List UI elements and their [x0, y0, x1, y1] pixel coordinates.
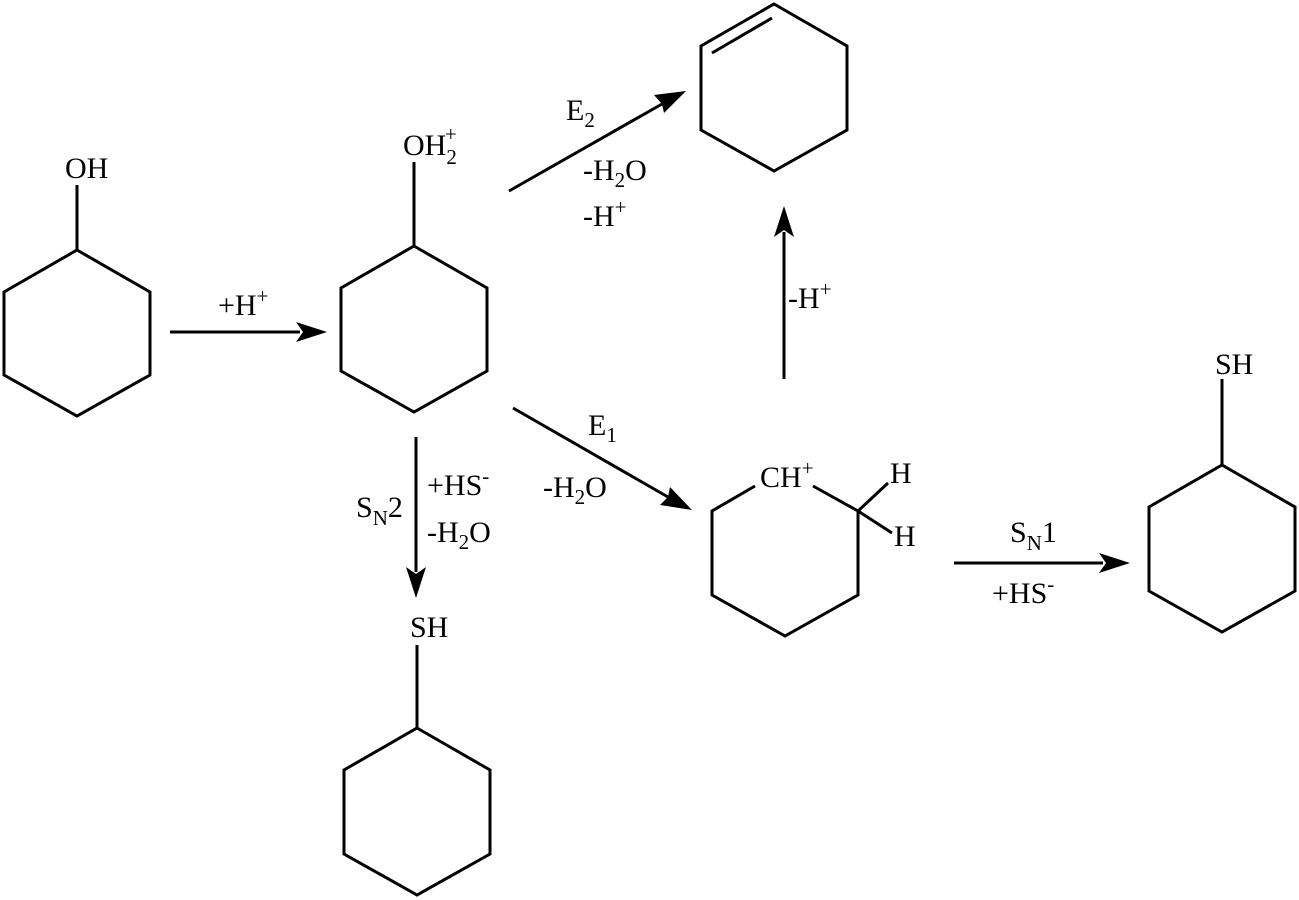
cyclohexane-ring [1147, 463, 1297, 634]
hydrogen-label-bottom: H [894, 520, 916, 553]
thiol-label: SH [410, 611, 448, 644]
hydrogen-label-top: H [890, 457, 912, 490]
e2-arrow: E2 -H2O -H+ [508, 91, 686, 233]
e1-mechanism-label: E1 [588, 409, 617, 447]
e2-water-loss: -H2O [583, 154, 647, 192]
e1-water-loss: -H2O [543, 471, 607, 509]
carbocation-ring [710, 484, 860, 638]
sn1-nucleophile: +HS- [992, 572, 1054, 610]
cyclohexanethiol-sn2: SH [342, 611, 492, 897]
c-h-bond-top [856, 481, 890, 513]
cyclohexanol: OH [2, 152, 152, 418]
sn2-water-loss: -H2O [427, 516, 491, 554]
deprotonation-reagent: -H+ [788, 277, 832, 315]
cyclohexene [699, 2, 849, 173]
oxonium-ion: OH2+ [339, 122, 489, 414]
sn2-nucleophile: +HS- [427, 464, 489, 502]
cyclohexene-ring [699, 2, 849, 173]
deprotonation-arrow: -H+ [774, 206, 832, 379]
e2-proton-loss: -H+ [583, 195, 627, 233]
c-h-bond-bottom [857, 509, 893, 535]
sn2-mechanism-label: SN2 [356, 491, 403, 530]
cyclohexane-ring [339, 244, 489, 414]
protonation-reagent: +H+ [218, 284, 268, 322]
sn1-arrow: SN1 +HS- [954, 516, 1130, 610]
sn1-mechanism-label: SN1 [1010, 516, 1057, 555]
sn2-arrow: SN2 +HS- -H2O [356, 437, 491, 598]
oxonium-label: OH2+ [403, 122, 457, 169]
cyclohexane-ring [2, 248, 152, 418]
hydroxyl-label: OH [65, 152, 108, 185]
double-bond-inner-line [711, 16, 773, 55]
protonation-arrow: +H+ [170, 284, 327, 342]
e2-mechanism-label: E2 [566, 94, 595, 132]
carbocation-label: CH+ [760, 456, 814, 494]
carbocation: CH+ H H [710, 456, 916, 638]
e1-arrow: E1 -H2O [512, 406, 692, 510]
cyclohexane-ring [342, 726, 492, 897]
thiol-label: SH [1215, 348, 1253, 381]
cyclohexanethiol-sn1: SH [1147, 348, 1297, 634]
